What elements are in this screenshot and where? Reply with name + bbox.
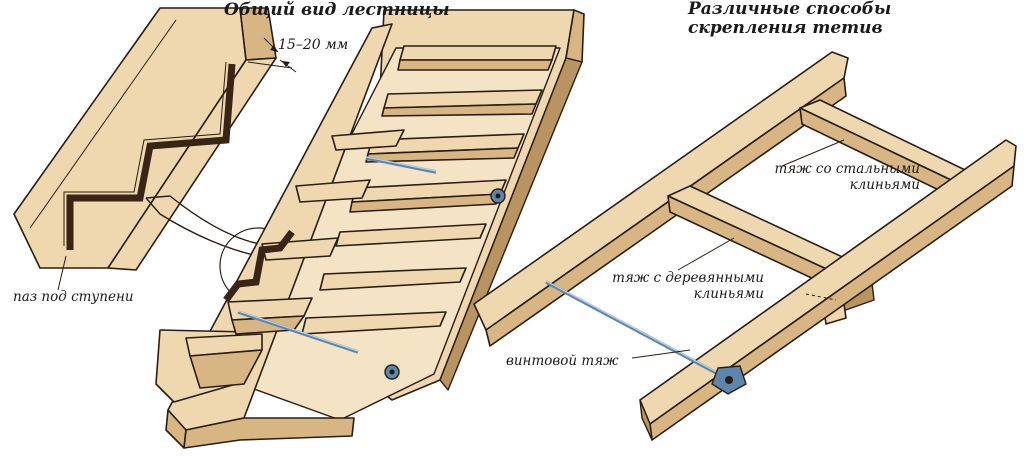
screw-tie-label: винтовой тяж — [506, 353, 619, 369]
fastening-methods — [473, 51, 1017, 441]
wood-tie-line1: тяж с деревянными — [612, 270, 764, 286]
groove-detail — [13, 7, 277, 271]
dimension-arrows — [247, 37, 297, 73]
steel-tie-label: тяж со стальными клиньями — [725, 161, 921, 193]
groove-size-label: 15–20 мм — [278, 37, 349, 53]
steel-tie-line2: клиньями — [849, 177, 920, 193]
groove-label: паз под ступени — [13, 289, 134, 305]
steel-tie-line1: тяж со стальными — [774, 161, 921, 177]
title-fastening-line1: Различные способы — [688, 0, 892, 19]
wood-tie-label: тяж с деревянными клиньями — [584, 270, 764, 302]
title-fastening-methods: Различные способы скрепления тетив — [688, 0, 892, 38]
staircase — [155, 9, 585, 449]
screw-tie — [545, 280, 747, 395]
title-fastening-line2: скрепления тетив — [688, 18, 883, 38]
title-general-view: Общий вид лестницы — [224, 0, 450, 20]
wood-tie-line2: клиньями — [693, 286, 764, 302]
